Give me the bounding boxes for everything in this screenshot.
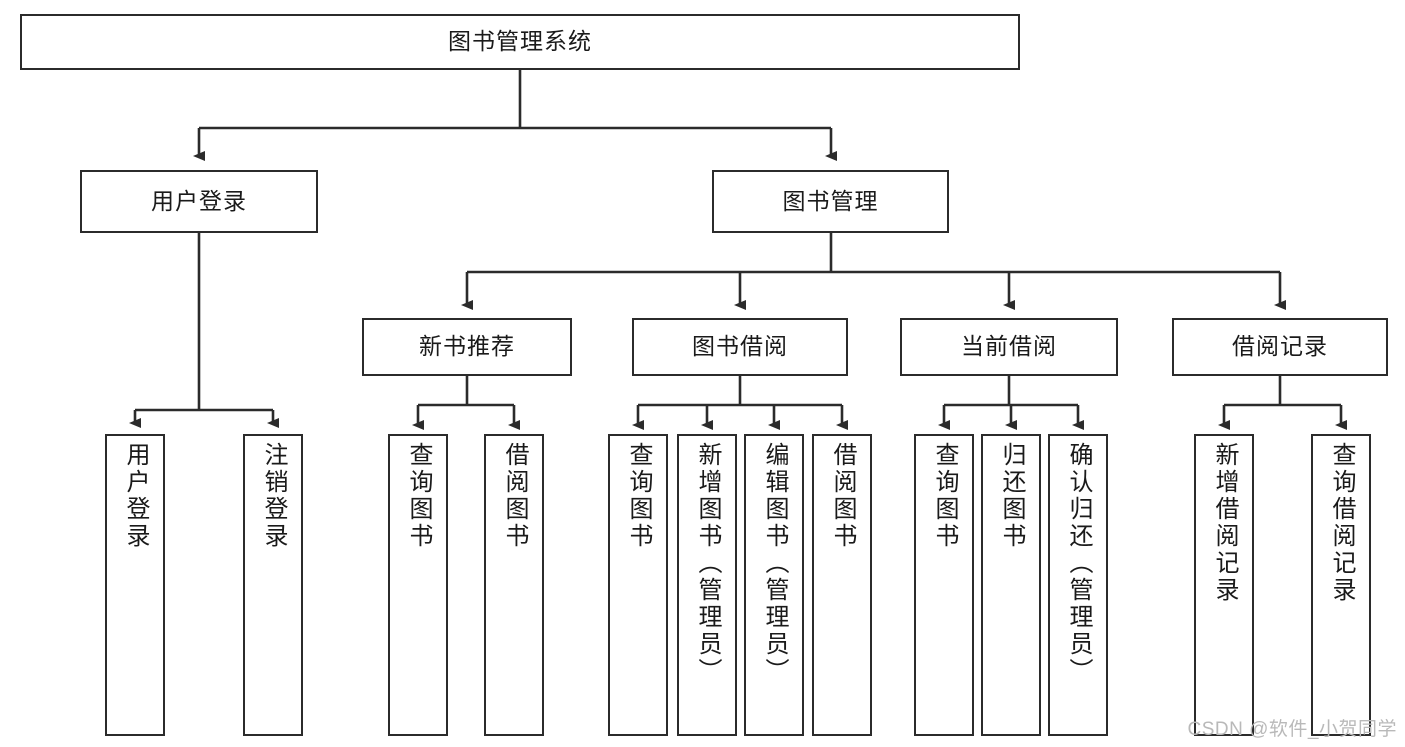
node-leaf-add-book[interactable]: 新增图书（管理员） [677, 434, 737, 736]
node-borrow-record[interactable]: 借阅记录 [1172, 318, 1388, 376]
node-leaf-query-book-2-label: 查询图书 [625, 442, 652, 550]
node-leaf-query-book-3-label: 查询图书 [931, 442, 958, 550]
node-root[interactable]: 图书管理系统 [20, 14, 1020, 70]
node-leaf-confirm-return-label: 确认归还（管理员） [1065, 442, 1092, 685]
node-leaf-add-book-label: 新增图书（管理员） [694, 442, 721, 685]
node-leaf-return-book[interactable]: 归还图书 [981, 434, 1041, 736]
watermark: CSDN @软件_小贺同学 [1187, 719, 1397, 740]
node-new-book-recommend-label: 新书推荐 [419, 333, 515, 360]
node-book-manage-label: 图书管理 [782, 187, 879, 214]
node-leaf-user-login[interactable]: 用户登录 [105, 434, 165, 736]
node-leaf-logout[interactable]: 注销登录 [243, 434, 303, 736]
node-leaf-add-record-label: 新增借阅记录 [1211, 442, 1238, 604]
node-leaf-return-book-label: 归还图书 [998, 442, 1025, 550]
node-leaf-borrow-book-2-label: 借阅图书 [829, 442, 856, 550]
node-leaf-logout-label: 注销登录 [260, 442, 287, 550]
node-leaf-edit-book[interactable]: 编辑图书（管理员） [744, 434, 804, 736]
node-user-login-label: 用户登录 [151, 187, 247, 214]
node-leaf-borrow-book-1-label: 借阅图书 [501, 442, 528, 550]
node-leaf-query-book-3[interactable]: 查询图书 [914, 434, 974, 736]
node-root-label: 图书管理系统 [448, 28, 592, 55]
node-book-borrow[interactable]: 图书借阅 [632, 318, 848, 376]
node-leaf-borrow-book-1[interactable]: 借阅图书 [484, 434, 544, 736]
node-current-borrow[interactable]: 当前借阅 [900, 318, 1118, 376]
node-current-borrow-label: 当前借阅 [961, 333, 1057, 360]
node-leaf-query-record-label: 查询借阅记录 [1328, 442, 1355, 604]
node-book-manage[interactable]: 图书管理 [712, 170, 949, 233]
node-leaf-user-login-label: 用户登录 [122, 442, 149, 550]
node-leaf-add-record[interactable]: 新增借阅记录 [1194, 434, 1254, 736]
node-leaf-edit-book-label: 编辑图书（管理员） [761, 442, 788, 685]
node-leaf-query-book-1-label: 查询图书 [405, 442, 432, 550]
node-leaf-borrow-book-2[interactable]: 借阅图书 [812, 434, 872, 736]
node-leaf-query-book-2[interactable]: 查询图书 [608, 434, 668, 736]
node-new-book-recommend[interactable]: 新书推荐 [362, 318, 572, 376]
node-book-borrow-label: 图书借阅 [692, 333, 788, 360]
node-leaf-query-record[interactable]: 查询借阅记录 [1311, 434, 1371, 736]
node-leaf-confirm-return[interactable]: 确认归还（管理员） [1048, 434, 1108, 736]
node-borrow-record-label: 借阅记录 [1232, 333, 1328, 360]
node-leaf-query-book-1[interactable]: 查询图书 [388, 434, 448, 736]
node-user-login[interactable]: 用户登录 [80, 170, 318, 233]
